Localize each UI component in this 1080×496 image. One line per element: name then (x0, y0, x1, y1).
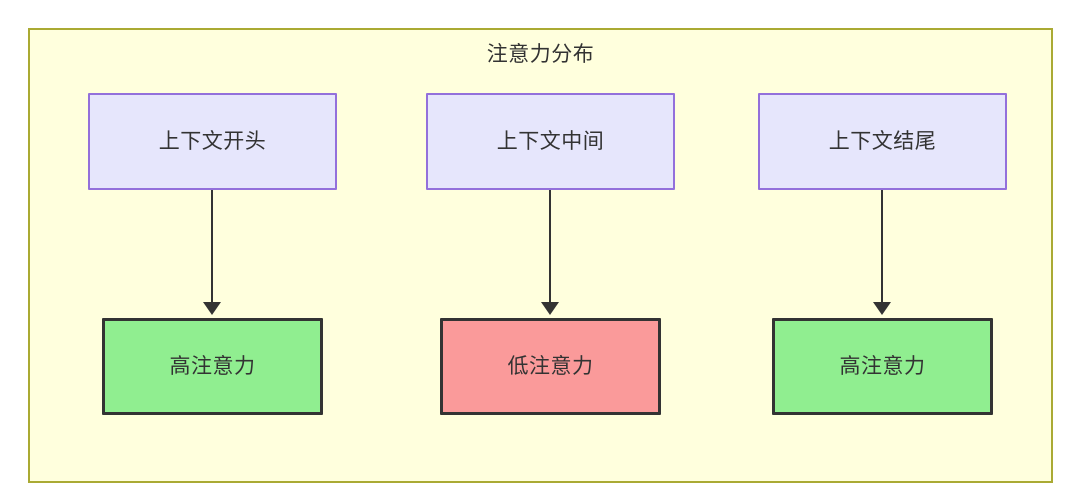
edge-line-context-end-to-high-attention (881, 190, 883, 302)
node-context-middle[interactable]: 上下文中间 (426, 93, 675, 190)
subgraph-title: 注意力分布 (486, 43, 595, 66)
node-low-attention-middle-label: 低注意力 (507, 355, 594, 378)
edge-arrowhead-context-middle-to-low-attention (541, 302, 559, 315)
edge-line-context-middle-to-low-attention (549, 190, 551, 302)
node-high-attention-start[interactable]: 高注意力 (102, 318, 323, 415)
node-context-end-label: 上下文结尾 (828, 130, 937, 153)
node-context-start[interactable]: 上下文开头 (88, 93, 337, 190)
edge-line-context-start-to-high-attention (211, 190, 213, 302)
node-high-attention-end[interactable]: 高注意力 (772, 318, 993, 415)
node-context-middle-label: 上下文中间 (496, 130, 605, 153)
node-low-attention-middle[interactable]: 低注意力 (440, 318, 661, 415)
node-context-start-label: 上下文开头 (158, 130, 267, 153)
edge-arrowhead-context-end-to-high-attention (873, 302, 891, 315)
edge-arrowhead-context-start-to-high-attention (203, 302, 221, 315)
node-high-attention-start-label: 高注意力 (169, 355, 256, 378)
node-context-end[interactable]: 上下文结尾 (758, 93, 1007, 190)
node-high-attention-end-label: 高注意力 (839, 355, 926, 378)
